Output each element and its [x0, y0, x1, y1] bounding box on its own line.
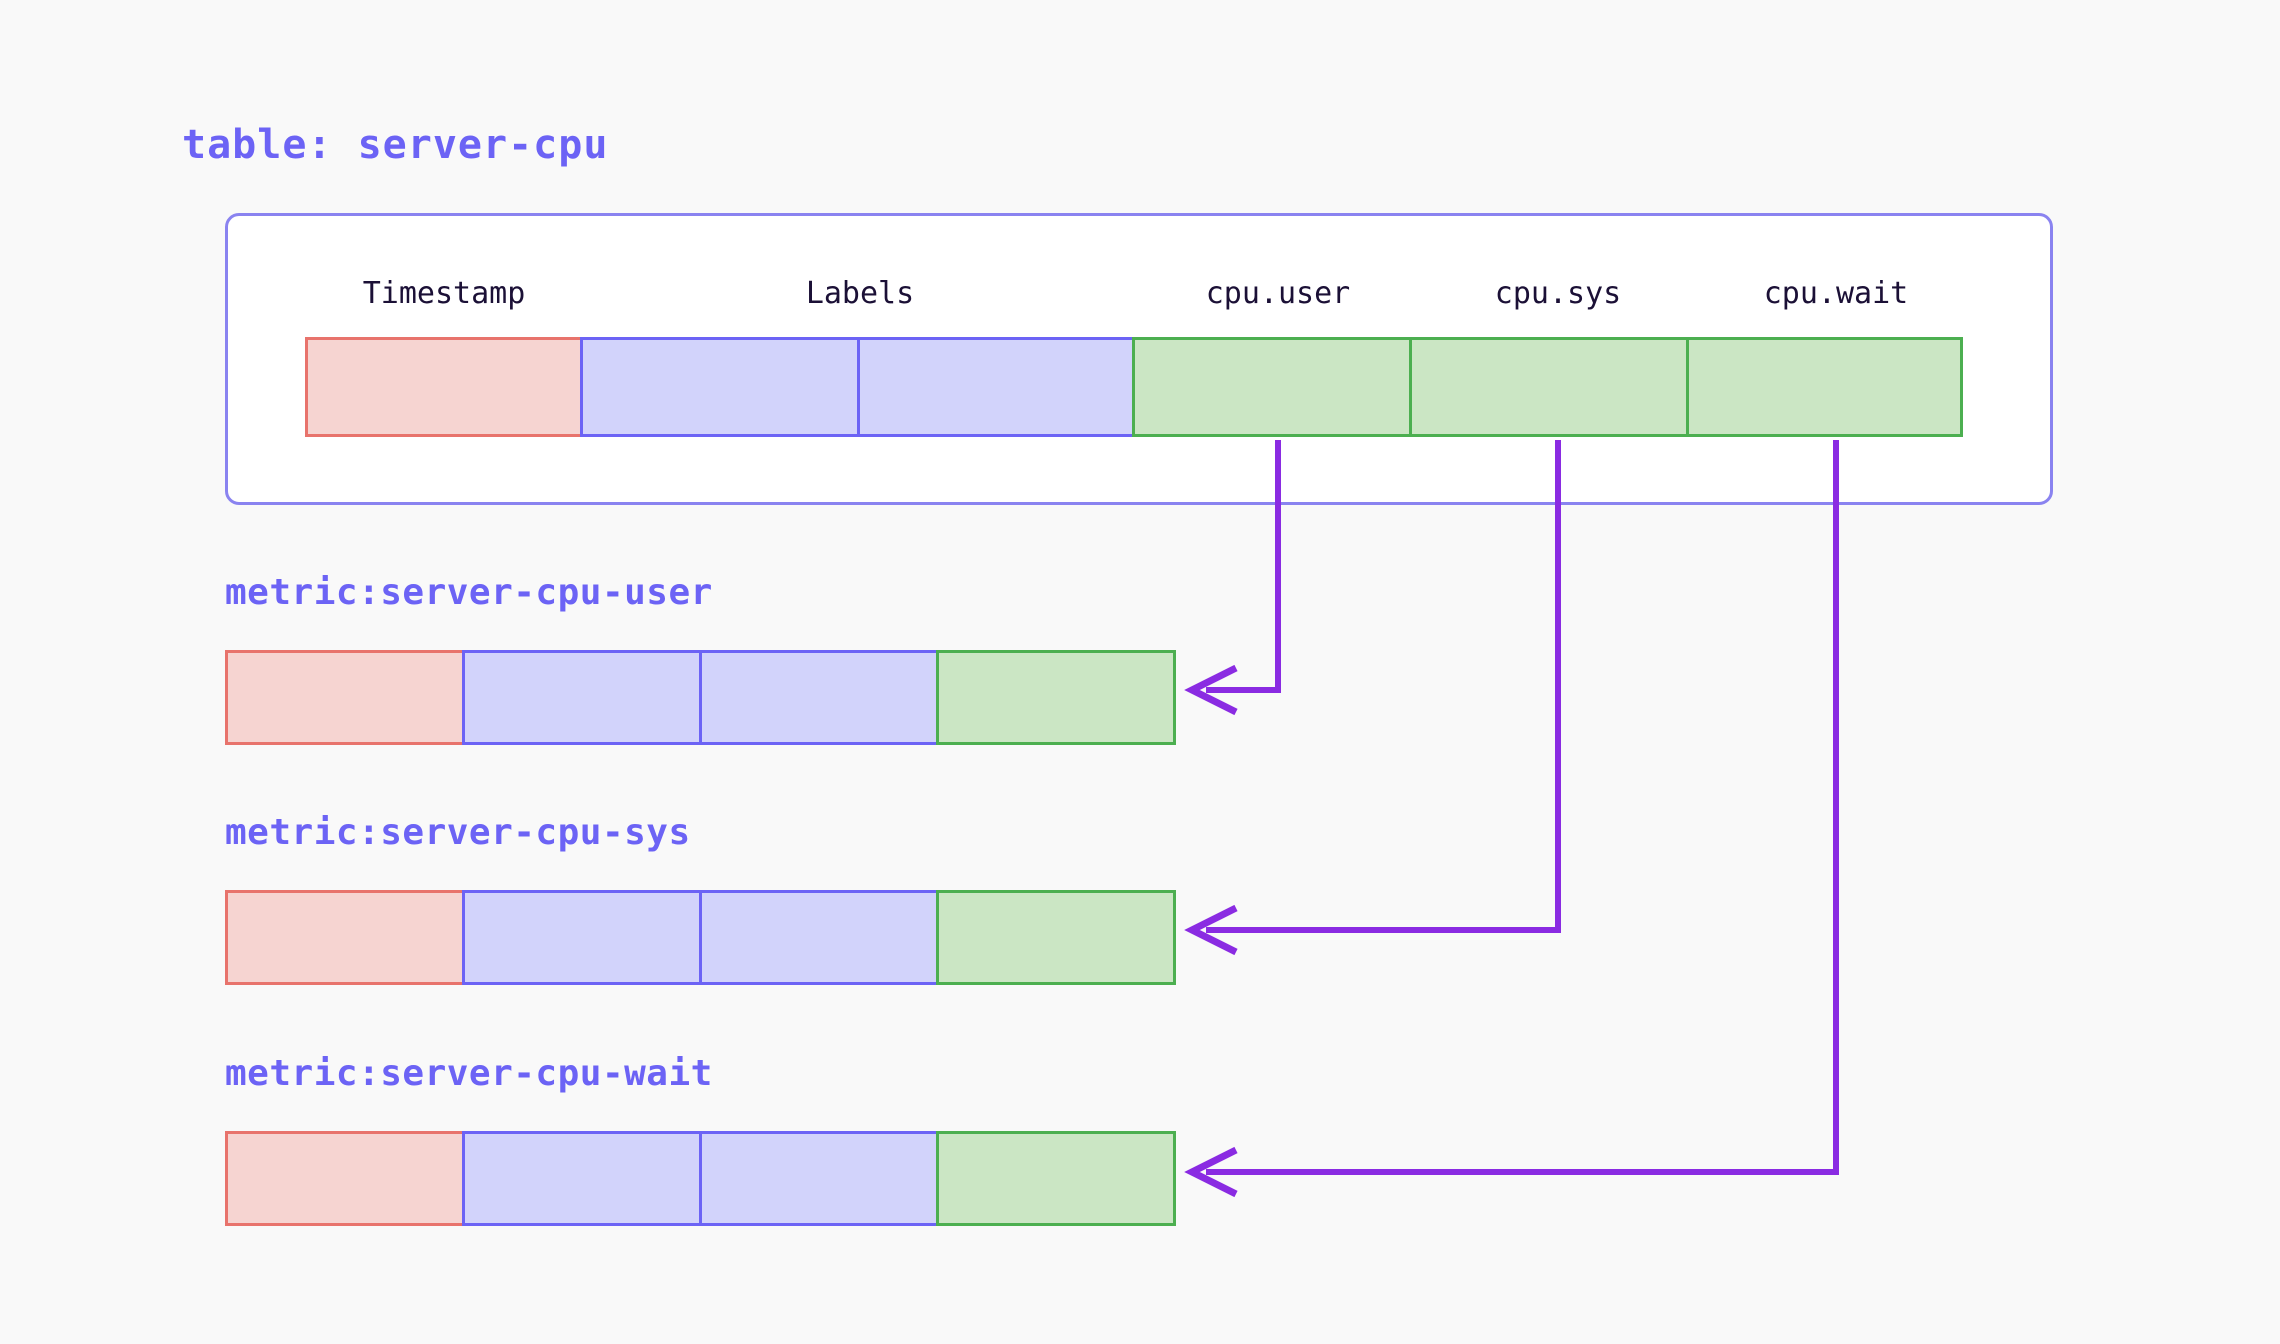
metric-title-1: metric:server-cpu-sys: [225, 812, 691, 853]
table-cell-0: [305, 337, 583, 437]
metric-2-cell-0: [225, 1131, 465, 1226]
table-cell-1: [580, 337, 860, 437]
metric-1-cell-2: [699, 890, 939, 985]
metric-1-cell-1: [462, 890, 702, 985]
metric-2-cell-3: [936, 1131, 1176, 1226]
table-cell-5: [1686, 337, 1963, 437]
metric-2-cell-2: [699, 1131, 939, 1226]
column-header-timestamp: Timestamp: [362, 276, 526, 311]
table-title: table: server-cpu: [182, 122, 609, 168]
metric-0-cell-0: [225, 650, 465, 745]
metric-0-cell-2: [699, 650, 939, 745]
metric-title-0: metric:server-cpu-user: [225, 572, 713, 613]
metric-1-cell-0: [225, 890, 465, 985]
column-header-cpu-wait: cpu.wait: [1763, 276, 1909, 311]
metric-title-2: metric:server-cpu-wait: [225, 1053, 713, 1094]
table-cell-4: [1409, 337, 1689, 437]
metric-cell-row-1: [225, 890, 1178, 985]
column-header-cpu-sys: cpu.sys: [1494, 276, 1622, 311]
metric-cell-row-0: [225, 650, 1178, 745]
column-header-cpu-user: cpu.user: [1205, 276, 1351, 311]
table-cell-row: [305, 337, 1975, 437]
cpu-sys-connector: [1184, 440, 1561, 956]
cpu-wait-connector: [1184, 440, 1839, 1198]
metric-2-cell-1: [462, 1131, 702, 1226]
metric-0-cell-3: [936, 650, 1176, 745]
column-header-labels: Labels: [805, 276, 915, 311]
metric-cell-row-2: [225, 1131, 1178, 1226]
table-cell-3: [1132, 337, 1412, 437]
table-cell-2: [857, 337, 1135, 437]
metric-0-cell-1: [462, 650, 702, 745]
metric-1-cell-3: [936, 890, 1176, 985]
